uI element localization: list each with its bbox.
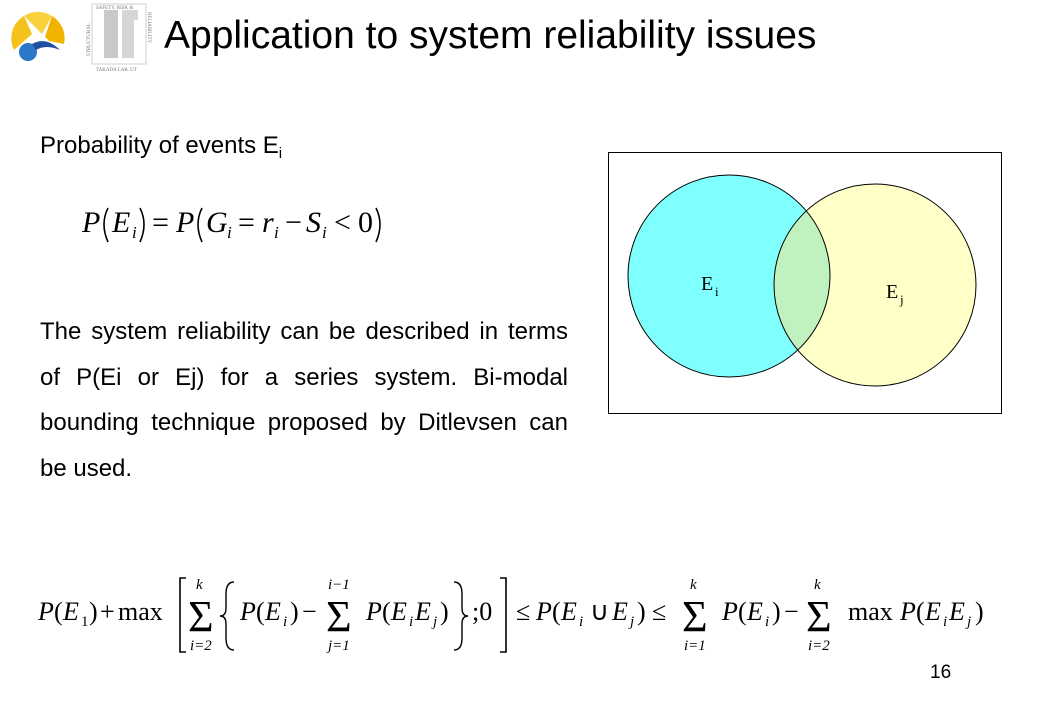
svg-text:E: E xyxy=(924,597,941,626)
svg-text:): ) xyxy=(772,597,781,626)
svg-text:+: + xyxy=(100,597,115,626)
svg-text:P: P xyxy=(899,597,916,626)
svg-text:max: max xyxy=(848,597,893,626)
svg-text:): ) xyxy=(637,597,646,626)
svg-text:i−1: i−1 xyxy=(328,577,350,593)
svg-text:0: 0 xyxy=(358,206,373,239)
lab-logo-left-text: STRUCTURAL xyxy=(87,23,92,56)
svg-text:S: S xyxy=(306,206,321,239)
svg-text:E: E xyxy=(746,597,763,626)
svg-text:k: k xyxy=(690,577,697,593)
svg-text:;0: ;0 xyxy=(472,597,492,626)
svg-text:P: P xyxy=(239,597,256,626)
svg-text:i=1: i=1 xyxy=(684,638,706,654)
lab-logo-icon: SAFETY, RISK & STRUCTURAL RELIABILITY TA… xyxy=(87,3,151,73)
svg-text:i: i xyxy=(943,614,947,630)
probability-heading-text: Probability of events E xyxy=(40,132,279,159)
venn-label-ej: E xyxy=(886,281,898,303)
svg-text:P: P xyxy=(535,597,552,626)
svg-text:r: r xyxy=(262,206,274,239)
venn-diagram: E i E j xyxy=(608,152,1002,414)
university-logo-icon xyxy=(11,11,65,61)
venn-circle-ei xyxy=(628,175,830,377)
svg-text:): ) xyxy=(975,597,984,626)
svg-text:P: P xyxy=(82,206,100,239)
svg-text:E: E xyxy=(111,206,130,239)
lab-logo-right-text: RELIABILITY xyxy=(146,12,151,43)
svg-text:(: ( xyxy=(382,597,391,626)
equation-ditlevsen-bounds: P ( E 1 ) + max k Σ i=2 P ( E i ) − i−1 … xyxy=(38,577,984,654)
svg-text:j: j xyxy=(628,614,634,630)
svg-text:j=1: j=1 xyxy=(326,638,350,654)
venn-circle-ej xyxy=(774,184,976,386)
svg-text:E: E xyxy=(414,597,431,626)
svg-text:(: ( xyxy=(256,597,265,626)
svg-text:P: P xyxy=(721,597,738,626)
svg-text:i=2: i=2 xyxy=(808,638,830,654)
svg-text:(: ( xyxy=(552,597,561,626)
svg-text:∪: ∪ xyxy=(590,597,609,626)
svg-text:P: P xyxy=(38,597,54,626)
venn-label-ei-sub: i xyxy=(715,284,719,299)
svg-text:(: ( xyxy=(738,597,747,626)
svg-text:≤: ≤ xyxy=(516,597,530,626)
svg-text:i: i xyxy=(765,614,769,630)
svg-text:Σ: Σ xyxy=(188,592,214,641)
svg-text:k: k xyxy=(814,577,821,593)
svg-text:j: j xyxy=(965,614,971,630)
svg-text:E: E xyxy=(948,597,965,626)
svg-text:−: − xyxy=(302,597,317,626)
probability-heading: Probability of events Ei xyxy=(40,132,282,162)
svg-text:E: E xyxy=(264,597,281,626)
system-reliability-paragraph: The system reliability can be described … xyxy=(40,318,568,482)
svg-text:Σ: Σ xyxy=(326,592,352,641)
lab-logo-top-text: SAFETY, RISK & xyxy=(96,6,133,11)
svg-text:i: i xyxy=(283,614,287,630)
svg-text:Σ: Σ xyxy=(806,592,832,641)
svg-text:(: ( xyxy=(916,597,925,626)
page-number: 16 xyxy=(930,662,952,683)
equation-event-probability: P E i = P G i = r i − S i < 0 xyxy=(82,206,381,243)
svg-text:): ) xyxy=(440,597,449,626)
slide-title: Application to system reliability issues xyxy=(164,14,817,57)
svg-text:i: i xyxy=(132,223,137,242)
svg-text:E: E xyxy=(611,597,628,626)
lab-logo-bottom-text: TAKADA LAB. UT xyxy=(96,68,137,73)
svg-text:G: G xyxy=(206,206,228,239)
venn-label-ej-sub: j xyxy=(899,292,904,307)
svg-text:i: i xyxy=(274,223,279,242)
svg-text:≤: ≤ xyxy=(652,597,666,626)
svg-text:(: ( xyxy=(54,597,63,626)
svg-text:j: j xyxy=(431,614,437,630)
svg-text:E: E xyxy=(62,597,79,626)
probability-heading-subscript: i xyxy=(278,145,283,162)
svg-text:P: P xyxy=(365,597,382,626)
svg-text:i: i xyxy=(322,223,327,242)
svg-text:i: i xyxy=(227,223,232,242)
svg-text:E: E xyxy=(560,597,577,626)
svg-text:P: P xyxy=(175,206,194,239)
svg-text:k: k xyxy=(196,577,203,593)
svg-text:1: 1 xyxy=(81,614,89,630)
svg-text:=: = xyxy=(152,206,169,239)
svg-text:i: i xyxy=(579,614,583,630)
svg-text:i: i xyxy=(409,614,413,630)
svg-text:−: − xyxy=(784,597,799,626)
svg-text:i=2: i=2 xyxy=(190,638,212,654)
svg-text:=: = xyxy=(238,206,255,239)
svg-text:): ) xyxy=(89,597,98,626)
svg-text:Σ: Σ xyxy=(682,592,708,641)
svg-text:−: − xyxy=(285,206,302,239)
svg-text:<: < xyxy=(334,206,351,239)
svg-text:max: max xyxy=(118,597,163,626)
svg-text:E: E xyxy=(390,597,407,626)
svg-text:): ) xyxy=(290,597,299,626)
venn-label-ei: E xyxy=(701,273,713,295)
